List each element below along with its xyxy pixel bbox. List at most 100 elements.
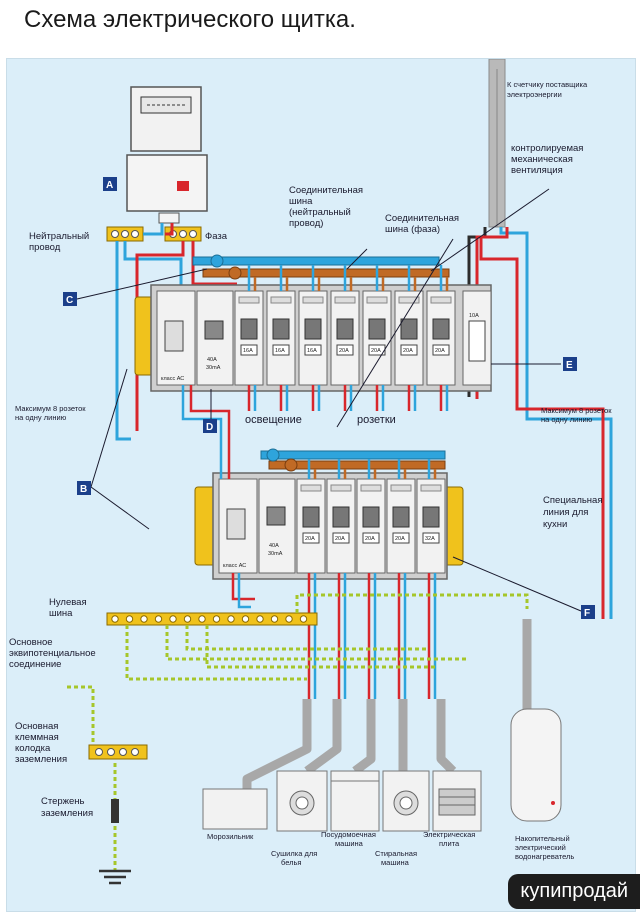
breaker-rating: 20A — [365, 536, 375, 542]
breakers-top: 16A 16A 16A 20A 20A 20A 20A — [234, 290, 456, 386]
rcd-top-rating: 40A — [207, 357, 217, 363]
top-outgoing-wires — [247, 265, 449, 411]
ground-bus-screw — [198, 615, 206, 623]
label-neutral-bus-2: шина — [289, 196, 313, 207]
label-equipotential-2: эквипотенциальное — [9, 648, 96, 659]
label-sockets: розетки — [357, 414, 396, 426]
right-module-rating: 10A — [469, 313, 479, 319]
ground-bus-screw — [270, 615, 279, 623]
breaker-rating: 20A — [335, 536, 345, 542]
svg-text:A: A — [106, 180, 113, 191]
label-lighting: освещение — [245, 414, 302, 426]
circuit-breaker: 20A — [386, 478, 416, 574]
label-equipotential-1: Основное — [9, 637, 53, 648]
circuit-breaker: 16A — [234, 290, 264, 386]
rcd-bottom-class: класс АС — [223, 563, 246, 569]
label-meter-supplier-2: электроэнергии — [507, 90, 562, 99]
label-ground-block-2: клеммная — [15, 732, 59, 743]
label-boiler-1: Накопительный — [515, 834, 570, 843]
label-dishwasher-2: машина — [335, 839, 364, 848]
ground-bus-screw — [212, 615, 221, 623]
label-phase: Фаза — [205, 231, 228, 242]
label-kitchen-line-3: кухни — [543, 519, 567, 530]
tag-c: C — [63, 292, 77, 306]
breaker-rating: 20A — [305, 536, 315, 542]
breaker-rating: 16A — [275, 348, 285, 354]
label-ventilation-1: контролируемая — [511, 143, 583, 154]
label-neutral-bus-4: провод) — [289, 218, 323, 229]
appliance-washer — [382, 770, 430, 832]
circuit-breaker: 20A — [326, 478, 356, 574]
inter-panel-wires — [181, 385, 255, 609]
label-fridge: Морозильник — [207, 832, 254, 841]
tag-d: D — [203, 419, 217, 433]
label-equipotential-3: соединение — [9, 659, 61, 670]
label-stove-1: Электрическая — [423, 830, 475, 839]
breaker-rating: 20A — [435, 348, 445, 354]
watermark-logo: купипродай — [508, 874, 640, 909]
rcd-bottom-rating: 40A — [269, 543, 279, 549]
label-kitchen-line-2: линия для — [543, 507, 588, 518]
svg-text:C: C — [66, 295, 73, 306]
label-neutral-bus-3: (нейтральный — [289, 207, 351, 218]
breaker-rating: 20A — [339, 348, 349, 354]
label-max-sockets-right-2: на одну линию — [541, 415, 593, 424]
appliance-dryer — [276, 770, 328, 832]
breaker-rating: 16A — [307, 348, 317, 354]
ground-bus-screw — [227, 615, 235, 623]
label-meter-supplier-1: К счетчику поставщика — [507, 80, 588, 89]
ground-bus-screw — [154, 615, 163, 623]
label-ground-block-4: заземления — [15, 754, 67, 765]
breakers-bottom: 20A 20A 20A 20A 32A — [296, 478, 446, 574]
main-ground-block — [88, 744, 148, 760]
page-title: Схема электрического щитка. — [24, 6, 356, 33]
label-phase-bus-2: шина (фаза) — [385, 224, 440, 235]
tag-a: A — [103, 177, 117, 191]
svg-text:F: F — [584, 608, 590, 619]
label-boiler-3: водонагреватель — [515, 852, 574, 861]
circuit-breaker: 20A — [330, 290, 360, 386]
svg-text:E: E — [566, 360, 573, 371]
bottom-outgoing-wires — [307, 459, 437, 699]
circuit-breaker: 20A — [426, 290, 456, 386]
ground-bus-screw — [125, 615, 134, 623]
label-ground-rod-1: Стержень — [41, 796, 85, 807]
label-phase-bus-1: Соединительная — [385, 213, 459, 224]
breaker-rating: 20A — [403, 348, 413, 354]
label-ventilation-3: вентиляция — [511, 165, 563, 176]
breaker-rating: 20A — [371, 348, 381, 354]
label-ground-block-1: Основная — [15, 721, 58, 732]
tag-b: B — [77, 481, 91, 495]
appliance-freezer — [202, 788, 268, 830]
breaker-rating: 20A — [395, 536, 405, 542]
ground-bus-screw — [256, 615, 264, 623]
label-neutral-bus-1: Соединительная — [289, 185, 363, 196]
circuit-breaker: 16A — [298, 290, 328, 386]
breaker-rating: 16A — [243, 348, 253, 354]
label-neutral-wire-2: провод — [29, 242, 61, 253]
appliance-stove — [432, 770, 482, 832]
circuit-breaker: 32A — [416, 478, 446, 574]
ground-rod — [99, 799, 131, 885]
label-max-sockets-left-2: на одну линию — [15, 413, 67, 422]
rcd-bottom-leak: 30mA — [268, 551, 283, 557]
label-max-sockets-right-1: Максимум 8 розеток — [541, 406, 612, 415]
label-max-sockets-left-1: Максимум 8 розеток — [15, 404, 86, 413]
label-kitchen-line-1: Специальная — [543, 495, 603, 506]
label-washer-1: Стиральная — [375, 849, 417, 858]
ground-bus-screw — [169, 615, 177, 623]
appliance-conduits — [242, 619, 532, 789]
circuit-breaker: 20A — [296, 478, 326, 574]
rcd-top-class: класс АС — [161, 376, 184, 382]
circuit-breaker: 20A — [394, 290, 424, 386]
appliance-dishwasher — [330, 770, 380, 832]
svg-text:D: D — [206, 422, 213, 433]
ground-bus-screw — [183, 615, 192, 623]
ground-bus-terminals — [111, 615, 308, 623]
bottom-panel: класс АС 40A 30mA 20A 20A 20A 20A 32A — [194, 448, 464, 580]
circuit-breaker: 16A — [266, 290, 296, 386]
label-zero-bus-1: Нулевая — [49, 597, 87, 608]
tag-f: F — [581, 605, 595, 619]
electricity-meter — [126, 86, 208, 224]
